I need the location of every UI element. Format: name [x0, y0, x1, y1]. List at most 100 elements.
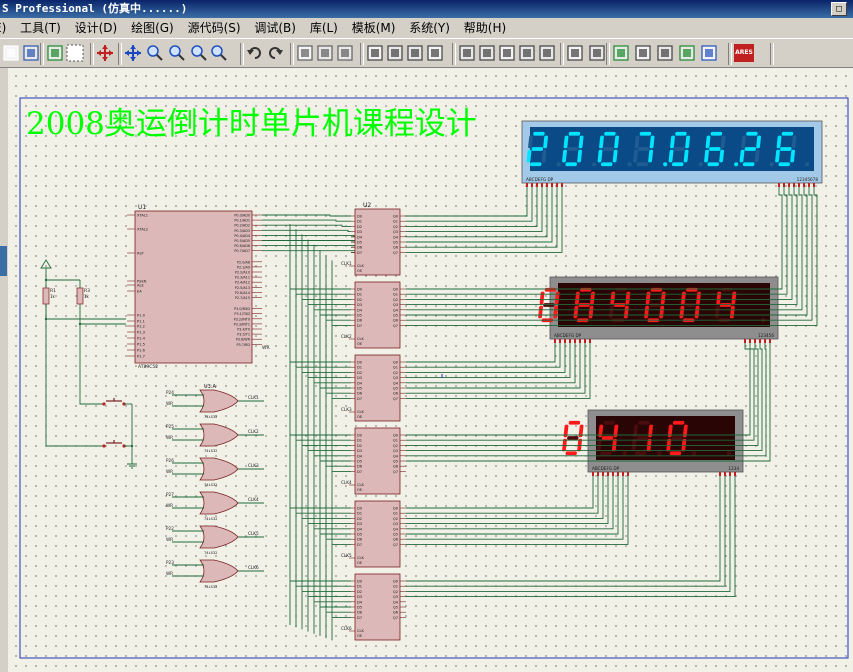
property-tool-icon[interactable]	[588, 44, 606, 62]
menu-graph[interactable]: 绘图(G)	[131, 21, 174, 35]
menu-edit[interactable]: E)	[0, 21, 7, 35]
display-wire	[406, 476, 604, 519]
latch-d-pin: D1	[357, 293, 362, 297]
display-wire	[406, 343, 586, 394]
latch-q-pin: Q7	[393, 470, 398, 474]
menu-design[interactable]: 设计(D)	[74, 21, 118, 35]
display-segment	[681, 291, 686, 305]
origin-icon[interactable]	[96, 44, 114, 62]
menu-library[interactable]: 库(L)	[309, 21, 338, 35]
display-segment	[578, 424, 584, 438]
display-segment	[599, 135, 604, 149]
menu-source[interactable]: 源代码(S)	[187, 21, 241, 35]
menu-template[interactable]: 模板(M)	[351, 21, 396, 35]
display-wire	[406, 187, 543, 233]
display-wire	[406, 476, 629, 545]
cut-icon[interactable]	[296, 44, 314, 62]
mcu-pin-label: ALE	[137, 284, 144, 288]
redo-icon[interactable]	[266, 44, 284, 62]
maximize-icon: □	[836, 4, 842, 14]
display-segment	[671, 162, 684, 167]
block-copy-icon[interactable]	[366, 44, 384, 62]
pan-icon[interactable]	[124, 44, 142, 62]
latch-body	[354, 208, 401, 276]
display-wire	[406, 476, 619, 535]
latch-q-pin: Q0	[393, 434, 399, 438]
data-bus-wire	[262, 229, 351, 233]
maximize-button[interactable]: □	[831, 2, 847, 16]
window-titlebar: S Professional (仿真中......) □	[0, 0, 853, 18]
mcu-pin-label: P2.2/A10	[235, 271, 250, 275]
erc-icon[interactable]	[656, 44, 674, 62]
make-device-icon[interactable]	[478, 44, 496, 62]
display-segment	[704, 149, 709, 163]
display-wire	[406, 476, 624, 540]
zoom-in-icon[interactable]	[146, 44, 164, 62]
mcu-pin-label: P1.1	[137, 320, 145, 324]
mcu-pin-label: P0.3/AD3	[234, 229, 250, 233]
pick-device-icon[interactable]	[458, 44, 476, 62]
block-rotate-icon[interactable]	[406, 44, 424, 62]
display-decimal-point	[769, 162, 774, 167]
display-segment	[685, 135, 691, 149]
data-bus-wire	[262, 234, 355, 238]
ares-icon[interactable]: ARES	[734, 44, 754, 62]
display-segment	[602, 147, 615, 151]
menu-debug[interactable]: 调试(B)	[254, 21, 296, 35]
latch-d-pin: D4	[357, 308, 363, 312]
grid-icon[interactable]	[66, 44, 84, 62]
copy-icon[interactable]	[316, 44, 334, 62]
latch-d-pin: D0	[357, 215, 363, 219]
latch-clk-label: CLK6	[341, 626, 352, 631]
display-decimal-point	[556, 162, 561, 167]
latch-q-pin: Q7	[393, 324, 398, 328]
menu-system[interactable]: 系统(Y)	[409, 21, 450, 35]
display-pin	[749, 339, 751, 343]
mcu-pin-label: XTAL1	[137, 214, 148, 218]
latch-d-pin: D6	[357, 392, 363, 396]
display-pin	[724, 472, 726, 476]
gate-wr-label: WR	[166, 571, 173, 576]
search-icon[interactable]	[566, 44, 584, 62]
display-decimal-point	[805, 162, 810, 167]
wire-autorouter-icon[interactable]	[538, 44, 556, 62]
display-digit-pin-labels: 123456	[758, 333, 774, 338]
undo-icon[interactable]	[246, 44, 264, 62]
menu-help[interactable]: 帮助(H)	[463, 21, 507, 35]
latch-d-pin: D6	[357, 611, 363, 615]
latch-ref: U2	[363, 202, 371, 209]
latch-q-pin: Q1	[393, 293, 398, 297]
latch-d-pin: D0	[357, 507, 363, 511]
zoom-all-icon[interactable]	[190, 44, 208, 62]
new-file-icon[interactable]	[2, 44, 20, 62]
latch-d-pin: D0	[357, 288, 363, 292]
save-icon[interactable]	[22, 44, 40, 62]
menu-tools[interactable]: 工具(T)	[20, 21, 61, 35]
bom-icon[interactable]	[634, 44, 652, 62]
display-pin	[612, 472, 614, 476]
gate-input-label: P22	[166, 526, 174, 531]
resistor-body	[42, 287, 50, 305]
zoom-out-icon[interactable]	[168, 44, 186, 62]
toolbar-separator	[118, 43, 122, 65]
block-delete-icon[interactable]	[426, 44, 444, 62]
latch-d-pin: D7	[357, 251, 362, 255]
zoom-area-icon[interactable]	[210, 44, 228, 62]
or-gate	[199, 491, 239, 515]
block-move-icon[interactable]	[386, 44, 404, 62]
display-pin	[559, 339, 561, 343]
gate-part-label: 74LS32	[204, 585, 217, 589]
display-segment	[716, 291, 722, 305]
paste-icon[interactable]	[336, 44, 354, 62]
display-segment	[778, 162, 790, 167]
refresh-icon[interactable]	[46, 44, 64, 62]
help-icon[interactable]	[700, 44, 718, 62]
netlist-ares-icon[interactable]	[678, 44, 696, 62]
netlist-icon[interactable]	[612, 44, 630, 62]
latch-q-pin: Q5	[393, 533, 398, 537]
package-icon[interactable]	[498, 44, 516, 62]
latch-d-pin: D7	[357, 324, 362, 328]
decompose-icon[interactable]	[518, 44, 536, 62]
display-segment	[543, 135, 549, 149]
